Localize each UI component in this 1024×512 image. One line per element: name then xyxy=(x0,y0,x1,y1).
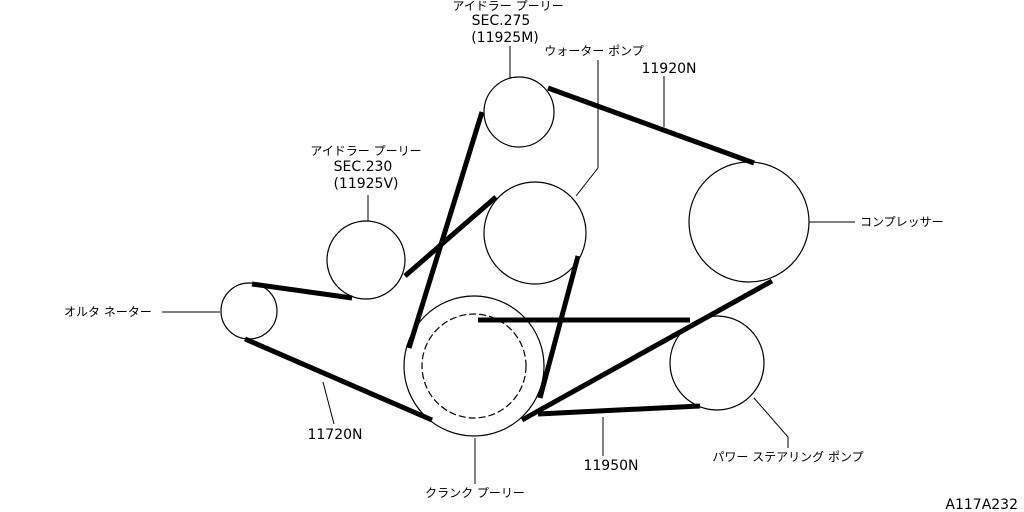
idler-upper-name-label: アイドラー プーリー xyxy=(452,0,563,13)
belt-upper-idler-to-crank xyxy=(406,111,485,349)
leader-power-steering xyxy=(753,397,789,448)
idler-left-part-label: (11925V) xyxy=(333,176,398,192)
belt-waterpump-to-crank xyxy=(537,255,581,399)
alternator-label: オルタ ネーター xyxy=(64,305,152,319)
belt-lower-label: 11950N xyxy=(583,458,638,474)
alternator-pulley xyxy=(220,282,278,340)
idler-upper-part-label: (11925M) xyxy=(471,30,539,46)
belt-crank-to-ps-bottom xyxy=(537,403,701,417)
belt-idler-to-waterpump xyxy=(403,195,498,278)
idler-left-name-label: アイドラー プーリー xyxy=(310,144,421,158)
compressor-label: コンプレッサー xyxy=(860,215,944,229)
idler-pulley-left xyxy=(326,220,406,300)
belt-11720N xyxy=(244,195,581,423)
crank-pulley-inner xyxy=(421,313,527,419)
idler-left-sec-label: SEC.230 xyxy=(334,159,393,175)
water-pump-label: ウォーター ポンプ xyxy=(544,44,643,58)
belt-11950N xyxy=(478,317,701,417)
leader-belt-left xyxy=(322,381,335,425)
compressor-pulley xyxy=(688,161,810,283)
belt-left-label: 11720N xyxy=(307,427,362,443)
water-pump-pulley xyxy=(483,181,587,285)
belt-alternator-top-run xyxy=(251,281,353,301)
crank-pulley-label: クランク プーリー xyxy=(425,486,525,500)
power-steering-pump-pulley xyxy=(669,315,765,411)
belt-compressor-to-crank xyxy=(520,278,774,423)
power-steering-label: パワー ステアリング ポンプ xyxy=(712,450,863,464)
belt-11920N xyxy=(406,85,774,423)
leader-water-pump xyxy=(575,60,599,197)
figure-code-label: A117A232 xyxy=(945,497,1018,512)
belt-upper-label: 11920N xyxy=(641,61,696,77)
idler-pulley-upper xyxy=(483,76,555,148)
crank-pulley-outer xyxy=(403,295,545,437)
belt-alternator-to-crank xyxy=(244,336,433,423)
belt-upper-idler-to-compressor xyxy=(547,85,755,166)
idler-upper-sec-label: SEC.275 xyxy=(472,13,531,29)
